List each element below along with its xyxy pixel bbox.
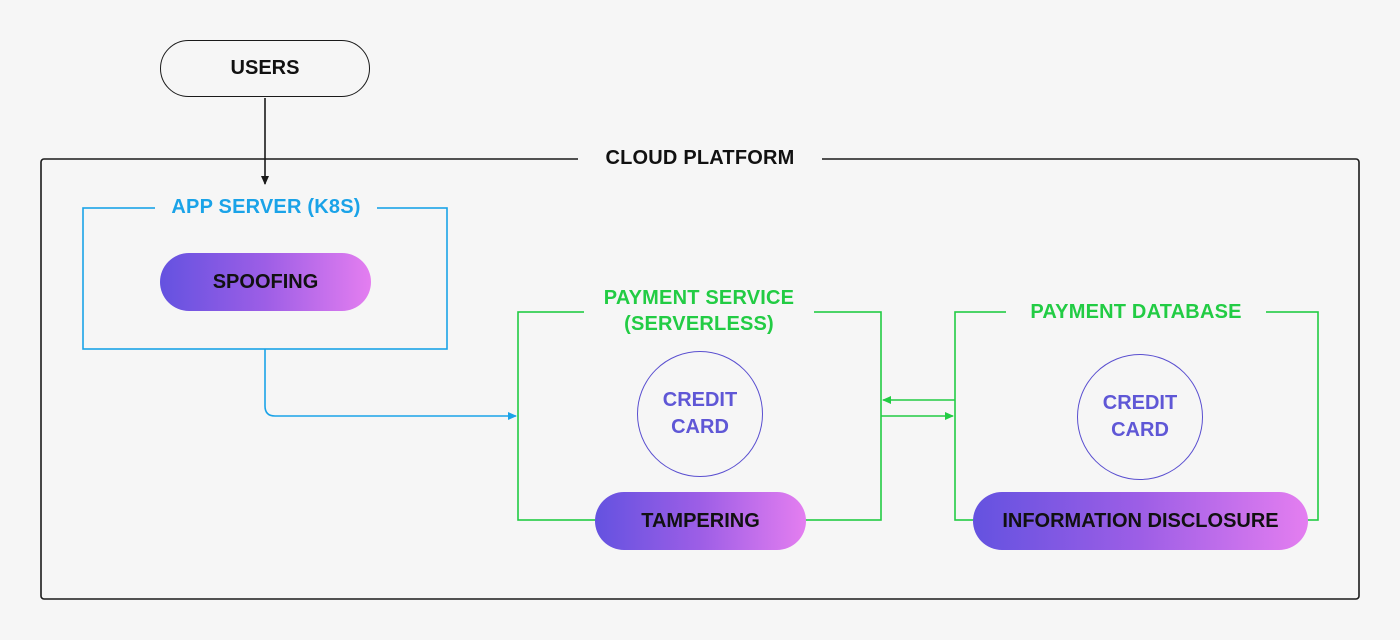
app-server-to-payment-service-arrow: [264, 349, 517, 420]
database-asset-line2: CARD: [1111, 419, 1169, 441]
payment-service-label: PAYMENT SERVICE (SERVERLESS): [584, 285, 814, 337]
spoofing-threat: SPOOFING: [160, 253, 371, 311]
tampering-label: TAMPERING: [641, 509, 760, 532]
payment-database-asset: CREDIT CARD: [1077, 354, 1203, 480]
payment-service-asset: CREDIT CARD: [637, 351, 763, 477]
users-node: USERS: [160, 40, 370, 97]
app-server-label: APP SERVER (K8S): [155, 194, 377, 220]
payment-service-label-line1: PAYMENT SERVICE: [603, 287, 795, 309]
information-disclosure-label: INFORMATION DISCLOSURE: [1002, 509, 1279, 532]
service-asset-line2: CARD: [671, 416, 729, 438]
users-label: USERS: [230, 57, 300, 79]
payment-service-label-line2: (SERVERLESS): [624, 313, 774, 335]
information-disclosure-threat: INFORMATION DISCLOSURE: [973, 492, 1308, 550]
tampering-threat: TAMPERING: [595, 492, 806, 550]
service-asset-line1: CREDIT: [662, 389, 738, 411]
cloud-platform-label: CLOUD PLATFORM: [578, 145, 822, 171]
database-asset-line1: CREDIT: [1102, 392, 1178, 414]
spoofing-label: SPOOFING: [212, 270, 319, 293]
payment-database-label: PAYMENT DATABASE: [1006, 299, 1266, 325]
